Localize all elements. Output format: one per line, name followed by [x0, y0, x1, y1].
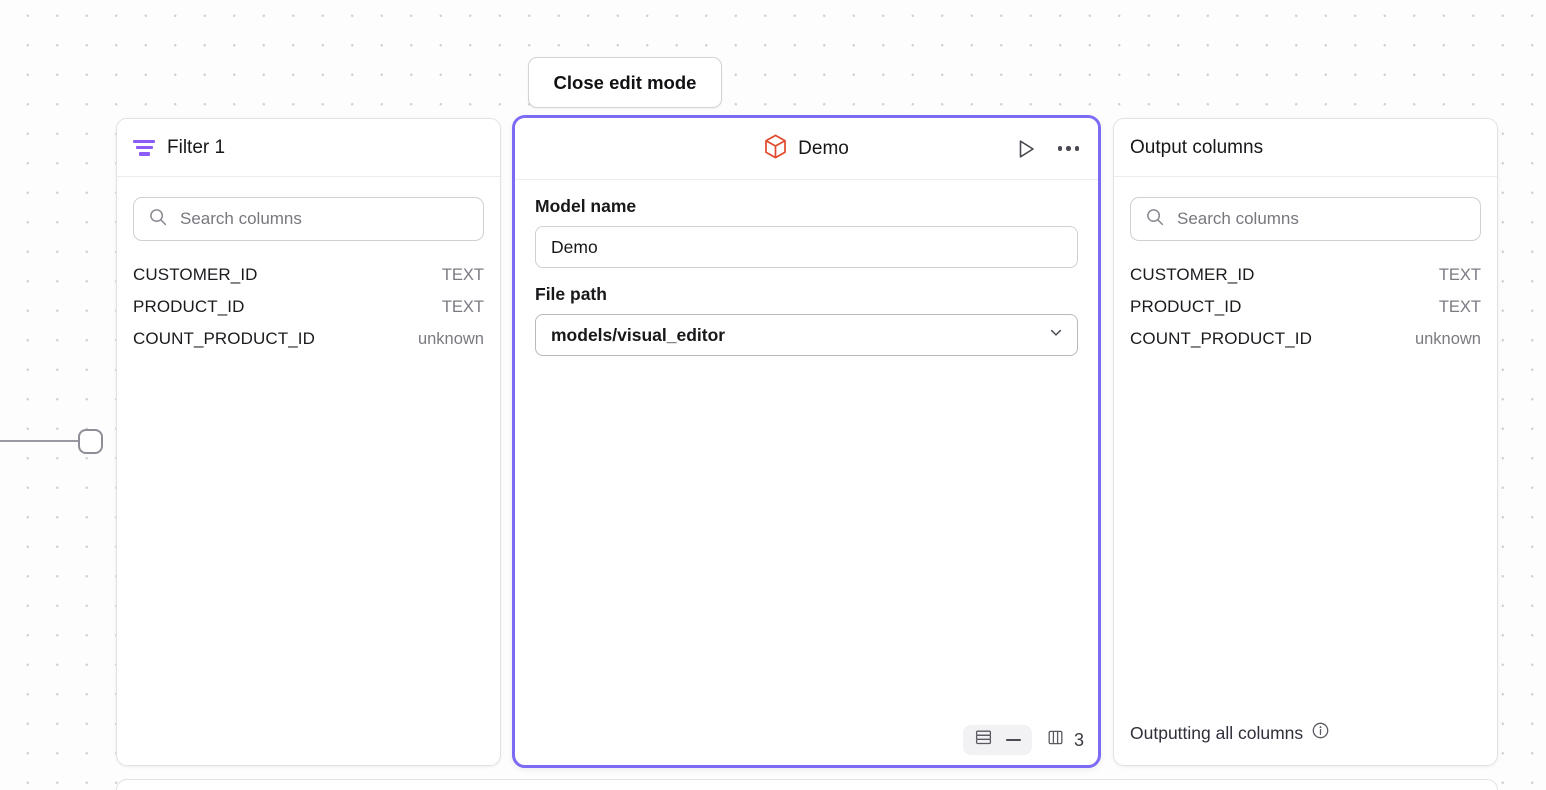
list-item[interactable]: PRODUCT_ID TEXT: [1130, 291, 1481, 323]
model-name-input[interactable]: [535, 226, 1078, 268]
cube-icon: [764, 134, 787, 164]
connector-handle[interactable]: [78, 429, 103, 454]
play-icon[interactable]: [1013, 136, 1039, 162]
column-count-group[interactable]: 3: [1046, 728, 1084, 752]
list-item[interactable]: PRODUCT_ID TEXT: [133, 291, 484, 323]
list-item[interactable]: CUSTOMER_ID TEXT: [133, 259, 484, 291]
output-column-list: CUSTOMER_ID TEXT PRODUCT_ID TEXT COUNT_P…: [1114, 259, 1497, 355]
filter-column-list: CUSTOMER_ID TEXT PRODUCT_ID TEXT COUNT_P…: [117, 259, 500, 355]
file-path-label: File path: [535, 284, 607, 304]
model-form: Model name File path models/visual_edito…: [515, 180, 1098, 356]
filter-search-input[interactable]: Search columns: [133, 197, 484, 241]
filter-panel-header: Filter 1: [117, 119, 500, 177]
search-icon: [148, 207, 168, 232]
column-name: PRODUCT_ID: [133, 297, 245, 316]
next-node-panel-partial[interactable]: [116, 779, 1498, 790]
column-name: CUSTOMER_ID: [133, 265, 258, 284]
column-type: unknown: [417, 330, 484, 348]
model-panel[interactable]: Demo Model name File path models/visual_…: [512, 115, 1101, 768]
output-search-placeholder: Search columns: [1177, 209, 1299, 228]
column-type: unknown: [1414, 330, 1481, 348]
model-panel-header: Demo: [515, 118, 1098, 180]
rows-icon: [974, 728, 993, 752]
model-title-group: Demo: [764, 134, 849, 164]
output-search-input[interactable]: Search columns: [1130, 197, 1481, 241]
filter-panel-title: Filter 1: [167, 136, 226, 158]
column-count-value: 3: [1073, 729, 1084, 750]
output-panel-body: Search columns CUSTOMER_ID TEXT PRODUCT_…: [1114, 177, 1497, 721]
columns-icon: [1046, 728, 1065, 752]
output-panel-footer: Outputting all columns: [1114, 721, 1497, 765]
filter-panel-body: Search columns CUSTOMER_ID TEXT PRODUCT_…: [117, 177, 500, 765]
list-item[interactable]: COUNT_PRODUCT_ID unknown: [133, 323, 484, 355]
filter-icon: [133, 139, 155, 156]
file-path-select[interactable]: models/visual_editor: [535, 314, 1078, 356]
column-name: COUNT_PRODUCT_ID: [133, 329, 316, 348]
list-item[interactable]: COUNT_PRODUCT_ID unknown: [1130, 323, 1481, 355]
list-item[interactable]: CUSTOMER_ID TEXT: [1130, 259, 1481, 291]
search-icon: [1145, 207, 1165, 232]
column-type: TEXT: [1438, 266, 1481, 284]
column-type: TEXT: [441, 298, 484, 316]
column-type: TEXT: [441, 266, 484, 284]
column-name: CUSTOMER_ID: [1130, 265, 1255, 284]
info-icon[interactable]: [1311, 721, 1330, 745]
output-panel-title: Output columns: [1130, 136, 1264, 158]
column-name: COUNT_PRODUCT_ID: [1130, 329, 1313, 348]
column-type: TEXT: [1438, 298, 1481, 316]
model-footer-toolbar: 3: [962, 725, 1084, 755]
output-footer-text: Outputting all columns: [1130, 722, 1304, 743]
file-path-value: models/visual_editor: [551, 324, 726, 345]
row-count-value: [1005, 738, 1021, 742]
model-panel-body: Model name File path models/visual_edito…: [515, 180, 1098, 765]
output-panel-header: Output columns: [1114, 119, 1497, 177]
connector-edge: [0, 440, 82, 442]
file-path-select-wrap: models/visual_editor: [535, 314, 1078, 356]
filter-search-placeholder: Search columns: [180, 209, 302, 228]
row-count-chip[interactable]: [962, 725, 1032, 755]
model-panel-title: Demo: [798, 137, 849, 159]
ellipsis-icon[interactable]: [1056, 144, 1082, 153]
filter-panel[interactable]: Filter 1 Search columns CUSTOMER_ID TEXT…: [116, 118, 501, 766]
model-name-label: Model name: [535, 196, 637, 216]
close-edit-mode-button[interactable]: Close edit mode: [528, 57, 722, 108]
output-columns-panel[interactable]: Output columns Search columns CUSTOMER_I…: [1113, 118, 1498, 766]
model-header-actions: [1013, 136, 1082, 162]
column-name: PRODUCT_ID: [1130, 297, 1242, 316]
